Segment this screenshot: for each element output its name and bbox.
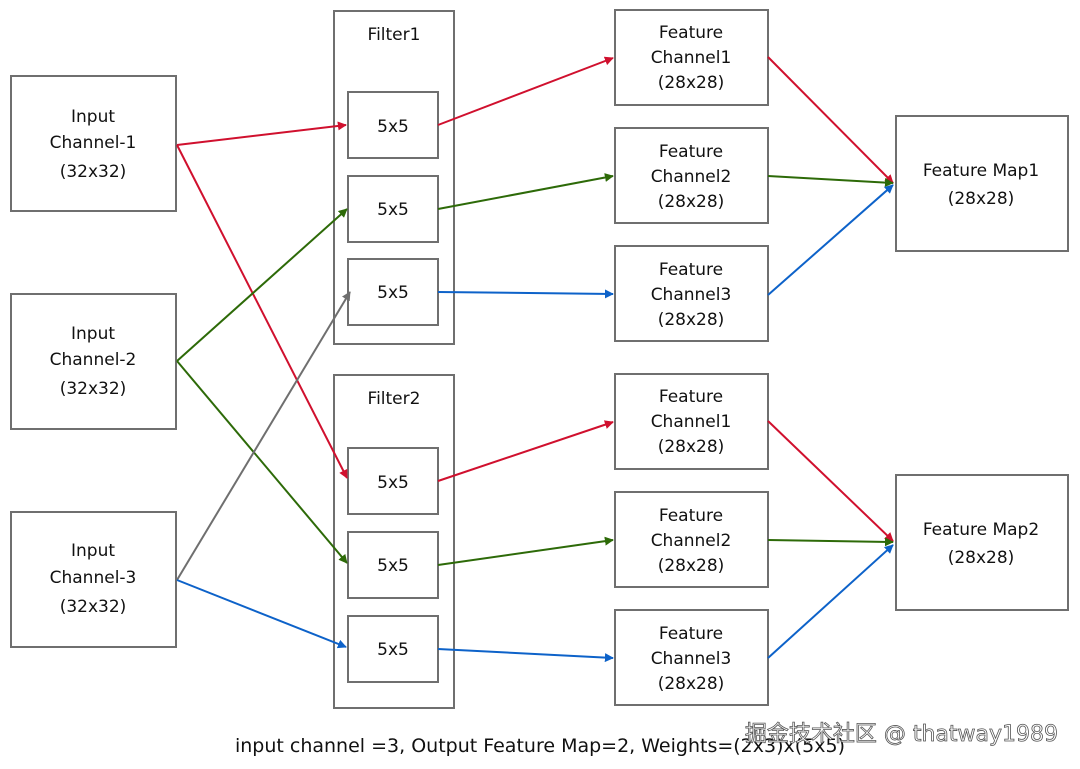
filter-1-kernel-1-label: 5x5 <box>377 117 409 137</box>
arrow-input1-to-f1k1 <box>176 121 347 146</box>
arrow-fc2a-to-map1 <box>767 175 894 188</box>
input-channel-3-line-1: Input <box>71 541 115 561</box>
filter-1-kernel-3-label: 5x5 <box>377 283 409 303</box>
filter-2-kernel-3-label: 5x5 <box>377 640 409 660</box>
feature-channel-3b-line-2: Channel3 <box>651 649 732 669</box>
filter-1-kernel-2-label: 5x5 <box>377 200 409 220</box>
arrow-fc3b-to-map2 <box>767 544 894 659</box>
feature-channel-1b-line-2: Channel1 <box>651 412 732 432</box>
input-channel-2-line-3: (32x32) <box>60 379 127 399</box>
feature-channel-1b-line-1: Feature <box>659 387 723 407</box>
feature-channel-2b-line-3: (28x28) <box>658 556 725 576</box>
input-channel-1-box: Input Channel-1 (32x32) <box>10 75 179 214</box>
filter-1-title: Filter1 <box>368 25 421 45</box>
diagram-caption: input channel =3, Output Feature Map=2, … <box>235 735 845 757</box>
feature-map-1-line-1: Feature Map1 <box>923 161 1039 181</box>
feature-map-2-box: Feature Map2 (28x28) <box>895 474 1071 613</box>
arrow-input2-to-f2k2 <box>176 360 348 564</box>
feature-channel-3a-line-2: Channel3 <box>651 285 732 305</box>
filter-2-kernel-2: 5x5 <box>347 531 441 601</box>
input-channel-2-line-2: Channel-2 <box>50 350 137 370</box>
feature-channel-1b-box: Feature Channel1 (28x28) <box>614 373 771 472</box>
filter-1-kernel-3: 5x5 <box>347 258 441 328</box>
arrow-input1-to-f2k1 <box>176 144 348 479</box>
filter-1-kernel-2: 5x5 <box>347 175 441 245</box>
arrow-input3-to-f2k3 <box>176 579 347 649</box>
feature-map-2-line-2: (28x28) <box>948 548 1015 568</box>
input-channel-2-line-1: Input <box>71 324 115 344</box>
filter-2-kernel-1-label: 5x5 <box>377 473 409 493</box>
arrow-f2k1-to-fc1b <box>437 420 614 482</box>
arrow-input2-to-f1k2 <box>176 208 348 362</box>
filter-2-kernel-3: 5x5 <box>347 615 441 685</box>
feature-map-1-line-2: (28x28) <box>948 189 1015 209</box>
feature-channel-1a-line-1: Feature <box>659 23 723 43</box>
watermark-text: 掘金技术社区 @ thatway1989 <box>745 722 1058 747</box>
filter-2-title: Filter2 <box>368 389 421 409</box>
arrow-f2k3-to-fc3b <box>437 648 614 663</box>
filter-2-kernel-2-label: 5x5 <box>377 556 409 576</box>
arrow-f1k1-to-fc1a <box>437 56 614 126</box>
arrow-input3-to-f1k3 <box>176 291 351 581</box>
input-channel-3-box: Input Channel-3 (32x32) <box>10 511 179 650</box>
feature-channel-1a-line-3: (28x28) <box>658 73 725 93</box>
feature-channel-3b-line-3: (28x28) <box>658 674 725 694</box>
input-channel-3-line-2: Channel-3 <box>50 568 137 588</box>
feature-channel-2b-box: Feature Channel2 (28x28) <box>614 491 771 590</box>
arrow-fc3a-to-map1 <box>767 184 894 296</box>
feature-channel-1a-line-2: Channel1 <box>651 48 732 68</box>
filter-2-kernel-1: 5x5 <box>347 447 441 517</box>
feature-channel-2a-line-3: (28x28) <box>658 192 725 212</box>
feature-channel-1a-box: Feature Channel1 (28x28) <box>614 9 771 108</box>
feature-channel-2b-line-2: Channel2 <box>651 531 732 551</box>
feature-channel-3b-box: Feature Channel3 (28x28) <box>614 609 771 708</box>
feature-channel-2a-box: Feature Channel2 (28x28) <box>614 127 771 226</box>
input-channel-2-box: Input Channel-2 (32x32) <box>10 293 179 432</box>
arrow-f1k2-to-fc2a <box>437 173 614 210</box>
feature-channel-3a-line-1: Feature <box>659 260 723 280</box>
feature-channel-3b-line-1: Feature <box>659 624 723 644</box>
feature-channel-2a-line-1: Feature <box>659 142 723 162</box>
arrow-f1k3-to-fc3a <box>437 289 614 299</box>
input-channel-1-line-3: (32x32) <box>60 162 127 182</box>
arrow-fc2b-to-map2 <box>767 537 894 547</box>
feature-channel-3a-box: Feature Channel3 (28x28) <box>614 245 771 344</box>
filter-1-kernel-1: 5x5 <box>347 91 441 161</box>
feature-channel-2b-line-1: Feature <box>659 506 723 526</box>
arrow-fc1a-to-map1 <box>767 56 894 184</box>
feature-map-1-box: Feature Map1 (28x28) <box>895 115 1071 254</box>
arrow-fc1b-to-map2 <box>767 420 894 542</box>
input-channel-1-line-1: Input <box>71 107 115 127</box>
feature-channel-1b-line-3: (28x28) <box>658 437 725 457</box>
input-channel-1-line-2: Channel-1 <box>50 133 137 153</box>
feature-channel-3a-line-3: (28x28) <box>658 310 725 330</box>
arrow-f2k2-to-fc2b <box>437 536 614 566</box>
feature-channel-2a-line-2: Channel2 <box>651 167 732 187</box>
input-channel-3-line-3: (32x32) <box>60 597 127 617</box>
feature-map-2-line-1: Feature Map2 <box>923 520 1039 540</box>
